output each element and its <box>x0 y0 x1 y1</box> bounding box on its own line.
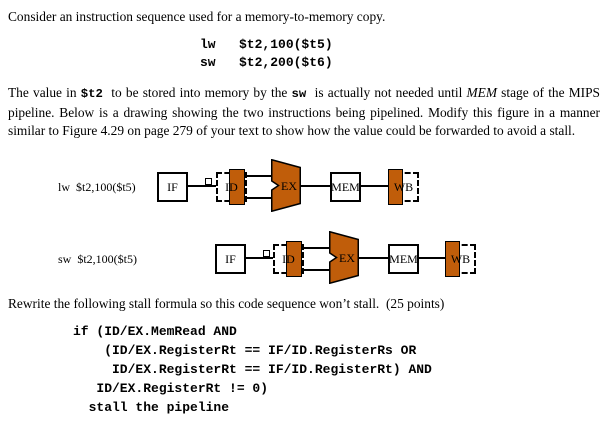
wire <box>359 257 388 259</box>
paragraph-text: stage of the MIPS pipeline. Below is a d… <box>8 85 604 139</box>
stage-if-label: IF <box>225 251 236 266</box>
stage-wb-highlight <box>445 241 460 277</box>
instruction-label-lw: lw $t2,100($t5) <box>58 180 136 194</box>
wire <box>302 247 329 249</box>
wire <box>246 257 273 259</box>
rewrite-prompt: Rewrite the following stall formula so t… <box>8 296 445 311</box>
wire <box>301 185 330 187</box>
wire <box>419 257 445 259</box>
mem-stage-emphasis: MEM <box>466 85 497 100</box>
stage-wb-label: WB <box>393 179 414 194</box>
problem-paragraph: The value in $t2 to be stored into memor… <box>8 84 600 141</box>
alu-icon <box>271 159 301 212</box>
stage-mem-box <box>388 244 419 274</box>
instruction-label-sw: sw $t2,100($t5) <box>58 252 137 266</box>
pipeline-diagram: lw $t2,100($t5) IF ID EX MEM WB sw $t2,1… <box>0 158 605 294</box>
stage-ex-label: EX <box>339 251 355 265</box>
stage-ex-alu: EX <box>329 231 359 284</box>
wire <box>245 175 271 177</box>
stage-if-box <box>157 172 188 202</box>
stage-mem-label: MEM <box>331 179 360 194</box>
stage-id-label: ID <box>225 179 238 194</box>
stage-mem-box <box>330 172 361 202</box>
stage-id-highlight <box>229 169 245 205</box>
stage-if-box <box>215 244 246 274</box>
stage-wb-label: WB <box>450 251 471 266</box>
paragraph-text: The value in <box>8 85 81 100</box>
stage-id-highlight <box>286 241 302 277</box>
paragraph-text: to be stored into memory by the <box>102 85 292 100</box>
wire <box>188 185 216 187</box>
wire <box>302 269 329 271</box>
intro-text: Consider an instruction sequence used fo… <box>8 9 386 24</box>
paragraph-text: is actually not needed until <box>306 85 467 100</box>
stage-if-label: IF <box>167 179 178 194</box>
wire <box>245 197 271 199</box>
wire <box>361 185 388 187</box>
inline-code-sw: sw <box>291 87 307 101</box>
instruction-sequence-code: lw $t2,100($t5) sw $t2,200($t6) <box>200 37 333 70</box>
wire-notch-icon <box>263 250 270 257</box>
stage-id-label: ID <box>282 251 295 266</box>
wire-notch-icon <box>205 178 212 185</box>
stage-ex-alu: EX <box>271 159 301 212</box>
stall-formula-code: if (ID/EX.MemRead AND (ID/EX.RegisterRt … <box>73 324 432 415</box>
alu-icon <box>329 231 359 284</box>
stage-ex-label: EX <box>281 179 297 193</box>
stage-wb-highlight <box>388 169 403 205</box>
stage-mem-label: MEM <box>389 251 418 266</box>
inline-code-t2: $t2 <box>80 87 103 101</box>
